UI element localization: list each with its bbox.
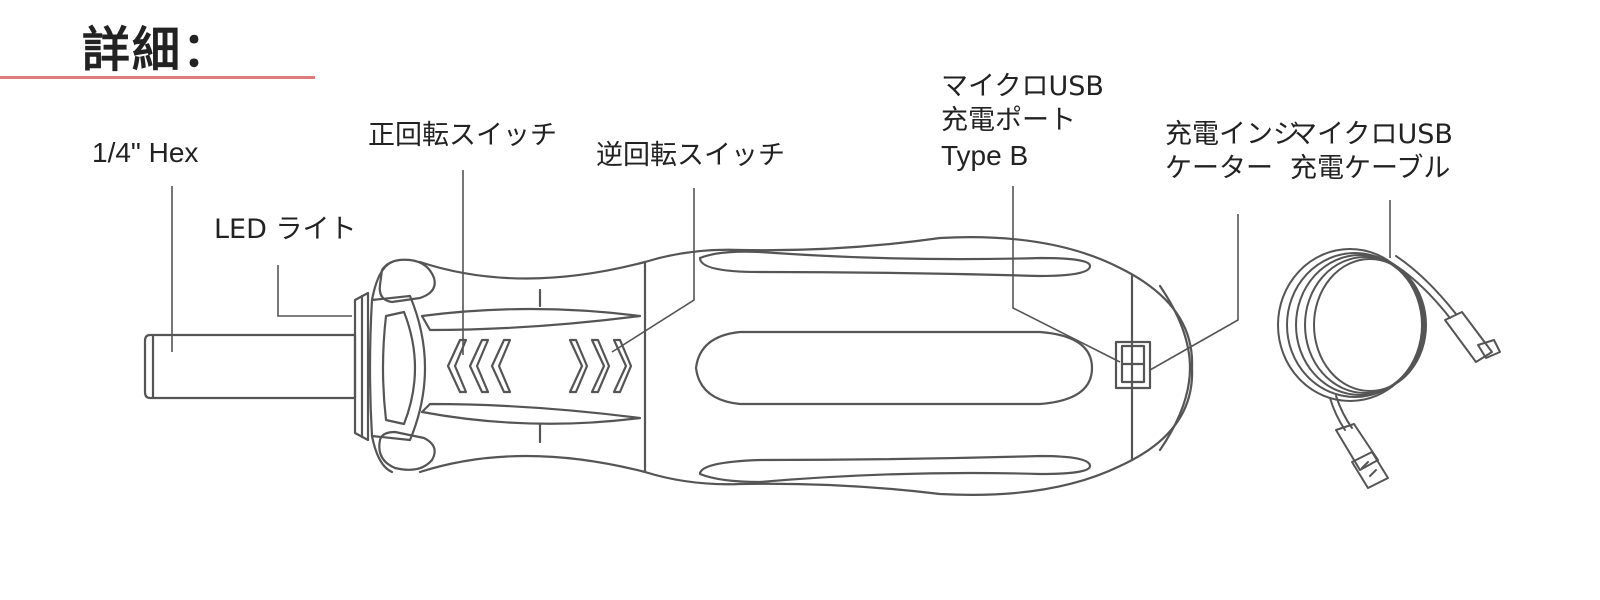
label-usb-port-line3: Type B — [941, 140, 1029, 171]
label-usb-port-line2: 充電ポート — [941, 105, 1076, 136]
usb-cable — [1277, 248, 1501, 489]
title-underline — [0, 76, 315, 79]
collar — [353, 291, 370, 442]
label-charge-indicator-line1: 充電インジ — [1165, 119, 1300, 150]
label-cable-line2: 充電ケーブル — [1290, 153, 1451, 184]
label-led-light: LED ライト — [214, 214, 357, 245]
hex-shaft — [143, 333, 357, 400]
usb-port — [1114, 340, 1152, 390]
label-cable-line1: マイクロUSB — [1290, 119, 1453, 150]
label-hex: 1/4" Hex — [92, 137, 199, 168]
forward-switch-chevrons — [446, 338, 512, 394]
leader-lines — [171, 170, 1391, 371]
label-charge-indicator-line2: ケーター — [1165, 153, 1273, 184]
page-title: 詳細： — [82, 22, 233, 78]
label-forward-switch: 正回転スイッチ — [368, 120, 557, 151]
switch-section — [418, 260, 647, 474]
led-head — [368, 258, 436, 474]
reverse-switch-chevrons — [568, 338, 633, 394]
label-reverse-switch: 逆回転スイッチ — [596, 140, 785, 171]
label-usb-port-line1: マイクロUSB — [941, 71, 1104, 102]
handle-body — [643, 236, 1194, 496]
